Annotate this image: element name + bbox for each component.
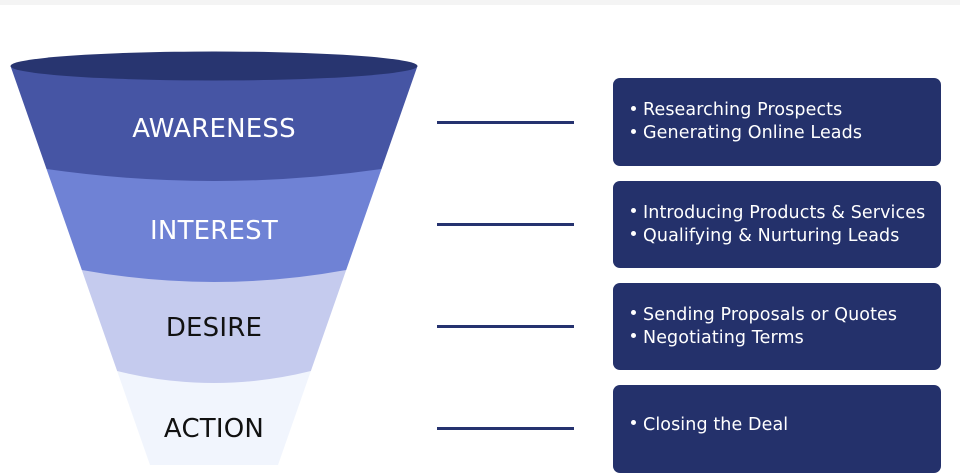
detail-box-action: Closing the Deal	[613, 385, 941, 473]
bullet-icon	[631, 310, 636, 315]
detail-item: Closing the Deal	[631, 414, 941, 437]
detail-item: Generating Online Leads	[631, 122, 941, 145]
stage-label-action: ACTION	[163, 414, 265, 444]
detail-box-awareness: Researching Prospects Generating Online …	[613, 78, 941, 166]
detail-item: Qualifying & Nurturing Leads	[631, 225, 941, 248]
stage-label-interest: INTEREST	[150, 216, 278, 246]
stage-label-awareness: AWARENESS	[132, 114, 296, 144]
funnel-rim	[10, 51, 418, 81]
connector-line-interest	[437, 223, 574, 226]
bullet-icon	[631, 105, 636, 111]
funnel-band-interest	[46, 169, 382, 282]
detail-item: Researching Prospects	[631, 99, 941, 122]
detail-item: Negotiating Terms	[631, 327, 941, 350]
bullet-icon	[631, 128, 636, 134]
top-strip	[0, 0, 960, 5]
connector-line-desire	[437, 325, 574, 328]
bullet-icon	[631, 231, 636, 236]
funnel-band-awareness	[10, 66, 418, 181]
stage-label-desire: DESIRE	[165, 313, 263, 343]
funnel-band-action	[117, 371, 311, 465]
detail-item: Introducing Products & Services	[631, 202, 941, 225]
connector-line-awareness	[437, 121, 574, 124]
bullet-icon	[631, 208, 636, 213]
detail-item: Sending Proposals or Quotes	[631, 304, 941, 327]
bullet-icon	[631, 333, 636, 338]
funnel-band-desire	[81, 270, 347, 383]
detail-box-desire: Sending Proposals or Quotes Negotiating …	[613, 283, 941, 370]
detail-box-interest: Introducing Products & Services Qualifyi…	[613, 181, 941, 268]
bullet-icon	[631, 420, 636, 425]
connector-line-action	[437, 427, 574, 430]
